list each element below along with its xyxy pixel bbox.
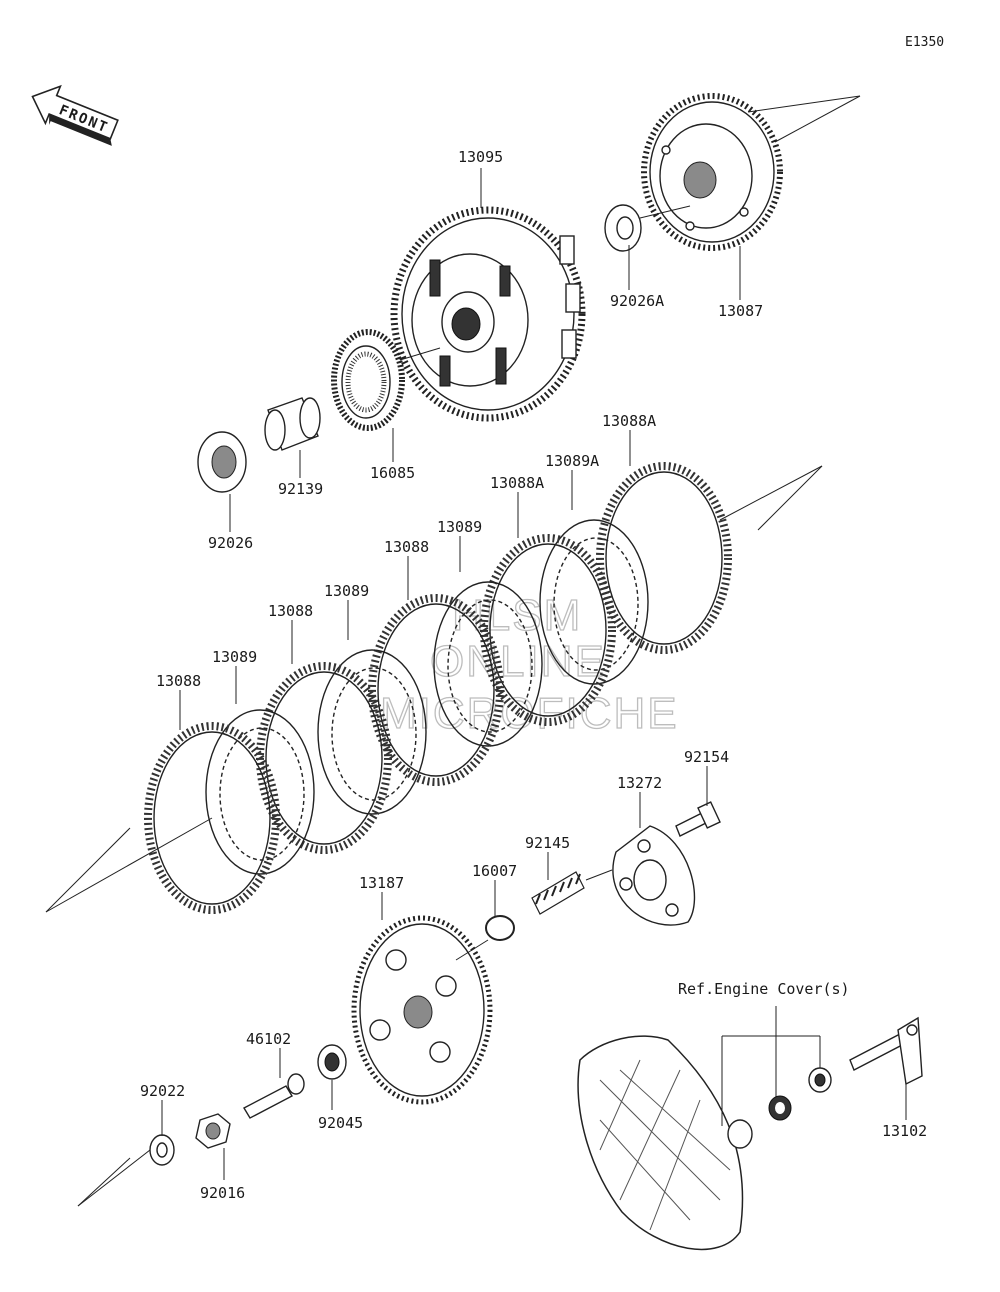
part-46102-drawing	[243, 1073, 305, 1119]
part-13272-drawing	[612, 825, 696, 926]
label-13088a-mid[interactable]: 13088A	[490, 474, 544, 492]
label-13088-2[interactable]: 13088	[268, 602, 313, 620]
engine-cover-drawing	[577, 1006, 821, 1251]
label-13088-3[interactable]: 13088	[384, 538, 429, 556]
label-13102[interactable]: 13102	[882, 1122, 927, 1140]
label-13095[interactable]: 13095	[458, 148, 503, 166]
label-16085[interactable]: 16085	[370, 464, 415, 482]
label-92145[interactable]: 92145	[525, 834, 570, 852]
leader-lines	[161, 168, 907, 1180]
label-16007[interactable]: 16007	[472, 862, 517, 880]
diagram-code: E1350	[905, 35, 944, 50]
part-13102-drawing	[849, 1016, 923, 1086]
front-arrow-icon: FRONT	[31, 84, 119, 146]
part-16085-drawing	[331, 329, 441, 431]
label-13089-4[interactable]: 13089	[437, 518, 482, 536]
label-92139[interactable]: 92139	[278, 480, 323, 498]
part-16007-drawing	[485, 915, 515, 941]
watermark-line-2: ONLINE	[430, 637, 606, 686]
part-13187-drawing	[351, 915, 493, 1105]
part-92139-drawing	[264, 397, 321, 451]
label-13087[interactable]: 13087	[718, 302, 763, 320]
label-13088a-top[interactable]: 13088A	[602, 412, 656, 430]
label-13187[interactable]: 13187	[359, 874, 404, 892]
label-92045[interactable]: 92045	[318, 1114, 363, 1132]
label-92026[interactable]: 92026	[208, 534, 253, 552]
part-92016-drawing	[195, 1113, 231, 1149]
part-92022-drawing	[77, 1134, 175, 1207]
label-92022[interactable]: 92022	[140, 1082, 185, 1100]
part-92026a-drawing	[604, 204, 691, 252]
part-92045-drawing	[317, 1044, 347, 1080]
part-92145-drawing	[531, 869, 613, 915]
label-92026a[interactable]: 92026A	[610, 292, 664, 310]
seal-bushing-drawing	[768, 1067, 832, 1121]
watermark-line-1: HLSM	[452, 591, 582, 640]
label-13089a[interactable]: 13089A	[545, 452, 599, 470]
label-13089-3[interactable]: 13089	[324, 582, 369, 600]
ref-engine-cover-note: Ref.Engine Cover(s)	[678, 980, 850, 998]
part-92026-drawing	[197, 431, 247, 493]
label-13088-1[interactable]: 13088	[156, 672, 201, 690]
part-92154-drawing	[675, 801, 721, 837]
part-13095-drawing	[390, 206, 586, 422]
part-13087-drawing	[641, 93, 861, 251]
label-13089-2[interactable]: 13089	[212, 648, 257, 666]
label-13272[interactable]: 13272	[617, 774, 662, 792]
plate-stack-drawing	[45, 462, 823, 914]
label-92016[interactable]: 92016	[200, 1184, 245, 1202]
label-46102[interactable]: 46102	[246, 1030, 291, 1048]
label-92154[interactable]: 92154	[684, 748, 729, 766]
